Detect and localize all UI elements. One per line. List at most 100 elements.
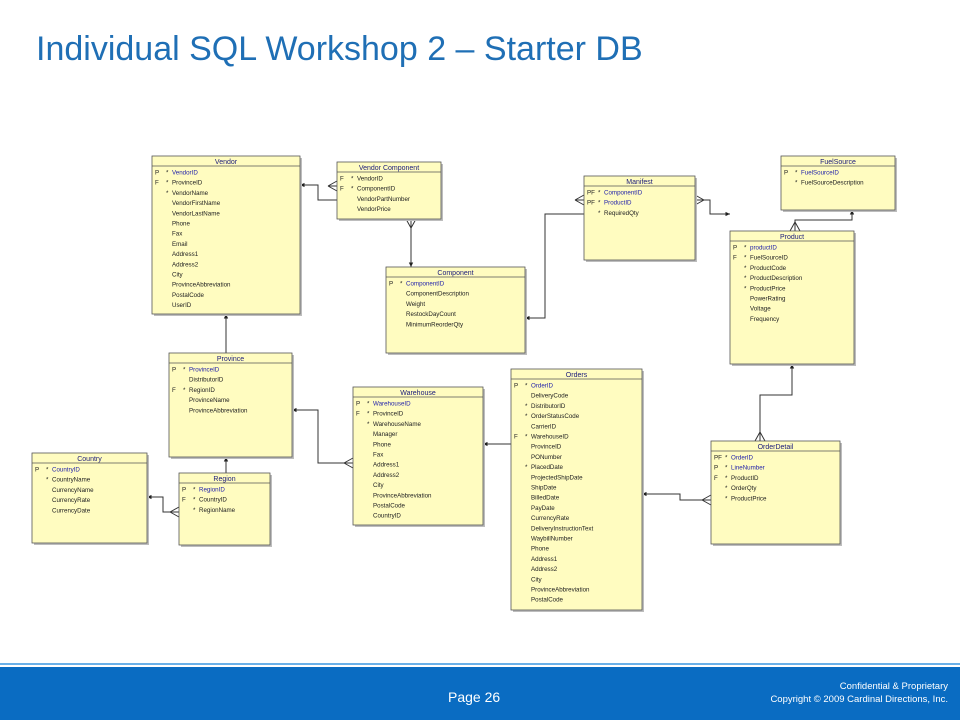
table-body: [710, 440, 841, 545]
column-name: WarehouseID: [531, 434, 569, 441]
table-column-row: BilledDate: [531, 495, 560, 502]
relationship-fuelsource-product: [789, 210, 855, 232]
arrowhead-icon: [642, 491, 647, 497]
column-name: Phone: [373, 441, 391, 448]
table-body: [168, 352, 293, 458]
column-name: Manager: [373, 431, 397, 438]
table-country: CountryP*CountryID*CountryNameCurrencyNa…: [31, 452, 149, 545]
column-required-mark: *: [744, 285, 747, 292]
table-column-row: *WarehouseName: [367, 421, 421, 428]
relationship-line: [300, 184, 337, 201]
column-name: CountryID: [52, 467, 80, 474]
table-column-row: *ProductPrice: [725, 495, 767, 502]
table-column-row: City: [531, 576, 543, 583]
column-name: ComponentID: [406, 281, 445, 288]
column-key-flag: P: [35, 467, 39, 474]
column-required-mark: *: [795, 170, 798, 177]
column-required-mark: *: [351, 176, 354, 183]
crows-foot-icon: [754, 431, 766, 442]
column-key-flag: F: [340, 186, 344, 193]
column-required-mark: *: [193, 507, 196, 514]
column-name: OrderID: [531, 383, 554, 390]
table-column-row: DistributorID: [189, 377, 224, 384]
table-order-detail: OrderDetailPF*OrderIDP*LineNumberF*Produ…: [710, 440, 842, 546]
table-column-row: VendorFirstName: [172, 200, 221, 207]
column-name: Phone: [531, 546, 549, 553]
column-name: productID: [750, 245, 777, 252]
table-column-row: City: [172, 272, 184, 279]
column-required-mark: *: [367, 411, 370, 418]
table-column-row: F*ProvinceID: [356, 411, 404, 418]
table-column-row: Fax: [172, 231, 183, 238]
table-body: [583, 175, 696, 261]
column-name: ProvinceName: [189, 397, 230, 404]
column-key-flag: P: [784, 170, 788, 177]
column-key-flag: P: [172, 367, 176, 374]
column-name: CountryName: [52, 477, 91, 484]
relationship-line: [292, 409, 353, 464]
column-name: VendorPartNumber: [357, 196, 410, 203]
column-name: City: [531, 576, 543, 583]
column-required-mark: *: [525, 464, 528, 471]
column-required-mark: *: [400, 281, 403, 288]
column-name: Address2: [531, 566, 558, 573]
table-column-row: Address2: [373, 472, 400, 479]
crows-foot-icon: [343, 457, 354, 469]
column-name: VendorID: [357, 176, 383, 183]
column-name: CurrencyRate: [52, 497, 91, 504]
table-column-row: Address1: [172, 251, 199, 258]
table-name: Product: [780, 234, 804, 241]
table-column-row: Address2: [172, 261, 199, 268]
column-name: RegionID: [189, 387, 215, 394]
column-name: PostalCode: [531, 597, 564, 604]
column-name: CurrencyDate: [52, 507, 91, 514]
column-name: ProvinceAbbreviation: [531, 587, 590, 594]
relationship-line: [642, 493, 711, 501]
table-body: [31, 452, 148, 544]
column-name: PayDate: [531, 505, 555, 512]
table-column-row: CurrencyDate: [52, 507, 91, 514]
column-name: VendorID: [172, 170, 198, 177]
table-body: [729, 230, 855, 365]
table-column-row: F*ProductID: [714, 475, 759, 482]
table-name: Warehouse: [400, 390, 436, 397]
table-warehouse: WarehouseP*WarehouseIDF*ProvinceID*Wareh…: [352, 386, 485, 527]
column-name: ProductPrice: [750, 285, 786, 292]
column-key-flag: F: [514, 434, 518, 441]
table-body: [151, 155, 301, 315]
arrowhead-icon: [725, 211, 730, 217]
relationship-lines: [147, 180, 855, 518]
column-key-flag: P: [356, 401, 360, 408]
table-vendor-component: Vendor ComponentF*VendorIDF*ComponentIDV…: [336, 161, 443, 221]
arrowhead-icon: [408, 262, 414, 267]
table-column-row: *RequiredQty: [598, 210, 640, 217]
relationship-component-manifest: [525, 194, 585, 321]
table-column-row: DeliveryCode: [531, 393, 569, 400]
column-name: ShipDate: [531, 485, 557, 492]
column-required-mark: *: [193, 487, 196, 494]
column-name: OrderID: [731, 455, 754, 462]
column-required-mark: *: [795, 180, 798, 187]
column-name: BilledDate: [531, 495, 560, 502]
column-name: Voltage: [750, 306, 771, 313]
table-column-row: F*ComponentID: [340, 186, 396, 193]
table-body: [178, 472, 271, 546]
column-required-mark: *: [744, 275, 747, 282]
table-fuel-source: FuelSourceP*FuelSourceID*FuelSourceDescr…: [780, 155, 897, 212]
column-name: PostalCode: [172, 292, 205, 299]
relationship-line: [525, 213, 584, 319]
column-name: CurrencyRate: [531, 515, 570, 522]
table-column-row: WaybillNumber: [531, 536, 573, 543]
column-name: Address2: [373, 472, 400, 479]
relationship-warehouse-orders: [483, 441, 511, 447]
relationship-line: [794, 210, 853, 231]
table-column-row: PF*ProductID: [587, 200, 632, 207]
column-name: VendorName: [172, 190, 209, 197]
table-column-row: F*RegionID: [172, 387, 215, 394]
column-name: PostalCode: [373, 503, 406, 510]
copyright-notice: Confidential & Proprietary Copyright © 2…: [770, 680, 948, 706]
table-column-row: P*productID: [733, 245, 777, 252]
column-name: ProvinceAbbreviation: [172, 282, 231, 289]
column-name: Weight: [406, 301, 425, 308]
